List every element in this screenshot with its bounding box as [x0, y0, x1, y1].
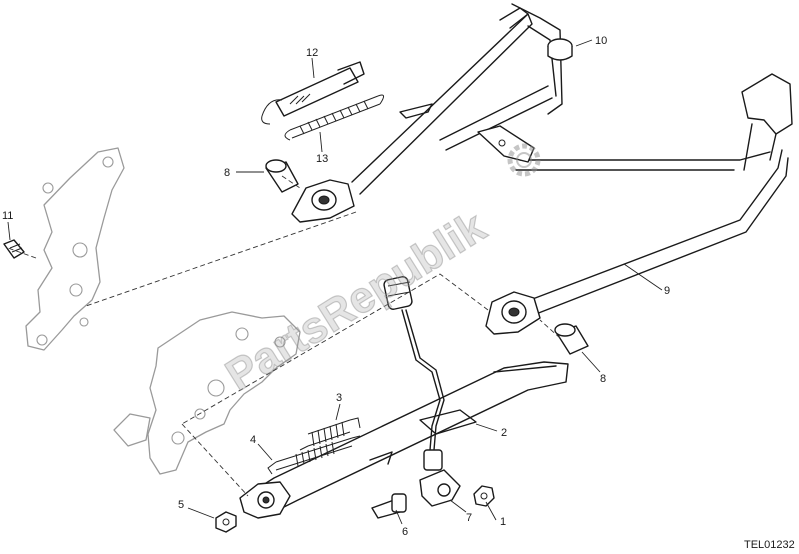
callout-labels: 1 2 3 4 5 6 7 8 8 9 10 11 12 13 — [2, 35, 670, 538]
callout-7: 7 — [466, 512, 472, 524]
bolt-1 — [473, 485, 495, 507]
bushing-8-lower — [554, 323, 589, 355]
spring-3 — [299, 417, 361, 451]
spring-4 — [267, 435, 361, 475]
bushing-8-upper — [265, 159, 299, 193]
screw-6 — [371, 493, 407, 519]
upper-frame-bracket — [25, 147, 125, 351]
nut-5 — [215, 511, 237, 533]
side-stand-sensor — [383, 276, 461, 507]
callout-13: 13 — [316, 153, 328, 165]
callout-6: 6 — [402, 526, 408, 538]
callout-4: 4 — [250, 434, 256, 446]
drawing-code: TEL01232 — [744, 539, 795, 551]
spring-12 — [261, 61, 365, 125]
gear-logo-icon — [507, 143, 541, 177]
spring-13 — [284, 94, 384, 141]
callout-2: 2 — [501, 427, 507, 439]
callout-12: 12 — [306, 47, 318, 59]
callout-8-upper: 8 — [224, 167, 230, 179]
callout-1: 1 — [500, 516, 506, 528]
callout-5: 5 — [178, 499, 184, 511]
lower-frame-bracket — [113, 311, 301, 475]
watermark: PartsRepublik — [217, 143, 541, 401]
callout-11: 11 — [2, 210, 13, 222]
leader-lines — [7, 39, 663, 525]
callout-9: 9 — [664, 285, 670, 297]
centre-stand — [291, 3, 793, 335]
watermark-text: PartsRepublik — [217, 202, 494, 401]
callout-8-lower: 8 — [600, 373, 606, 385]
bushing-10 — [547, 38, 573, 61]
callout-3: 3 — [336, 392, 342, 404]
callout-10: 10 — [595, 35, 607, 47]
bolt-11 — [3, 239, 25, 259]
side-stand — [239, 361, 569, 519]
reference-lines — [7, 175, 561, 497]
